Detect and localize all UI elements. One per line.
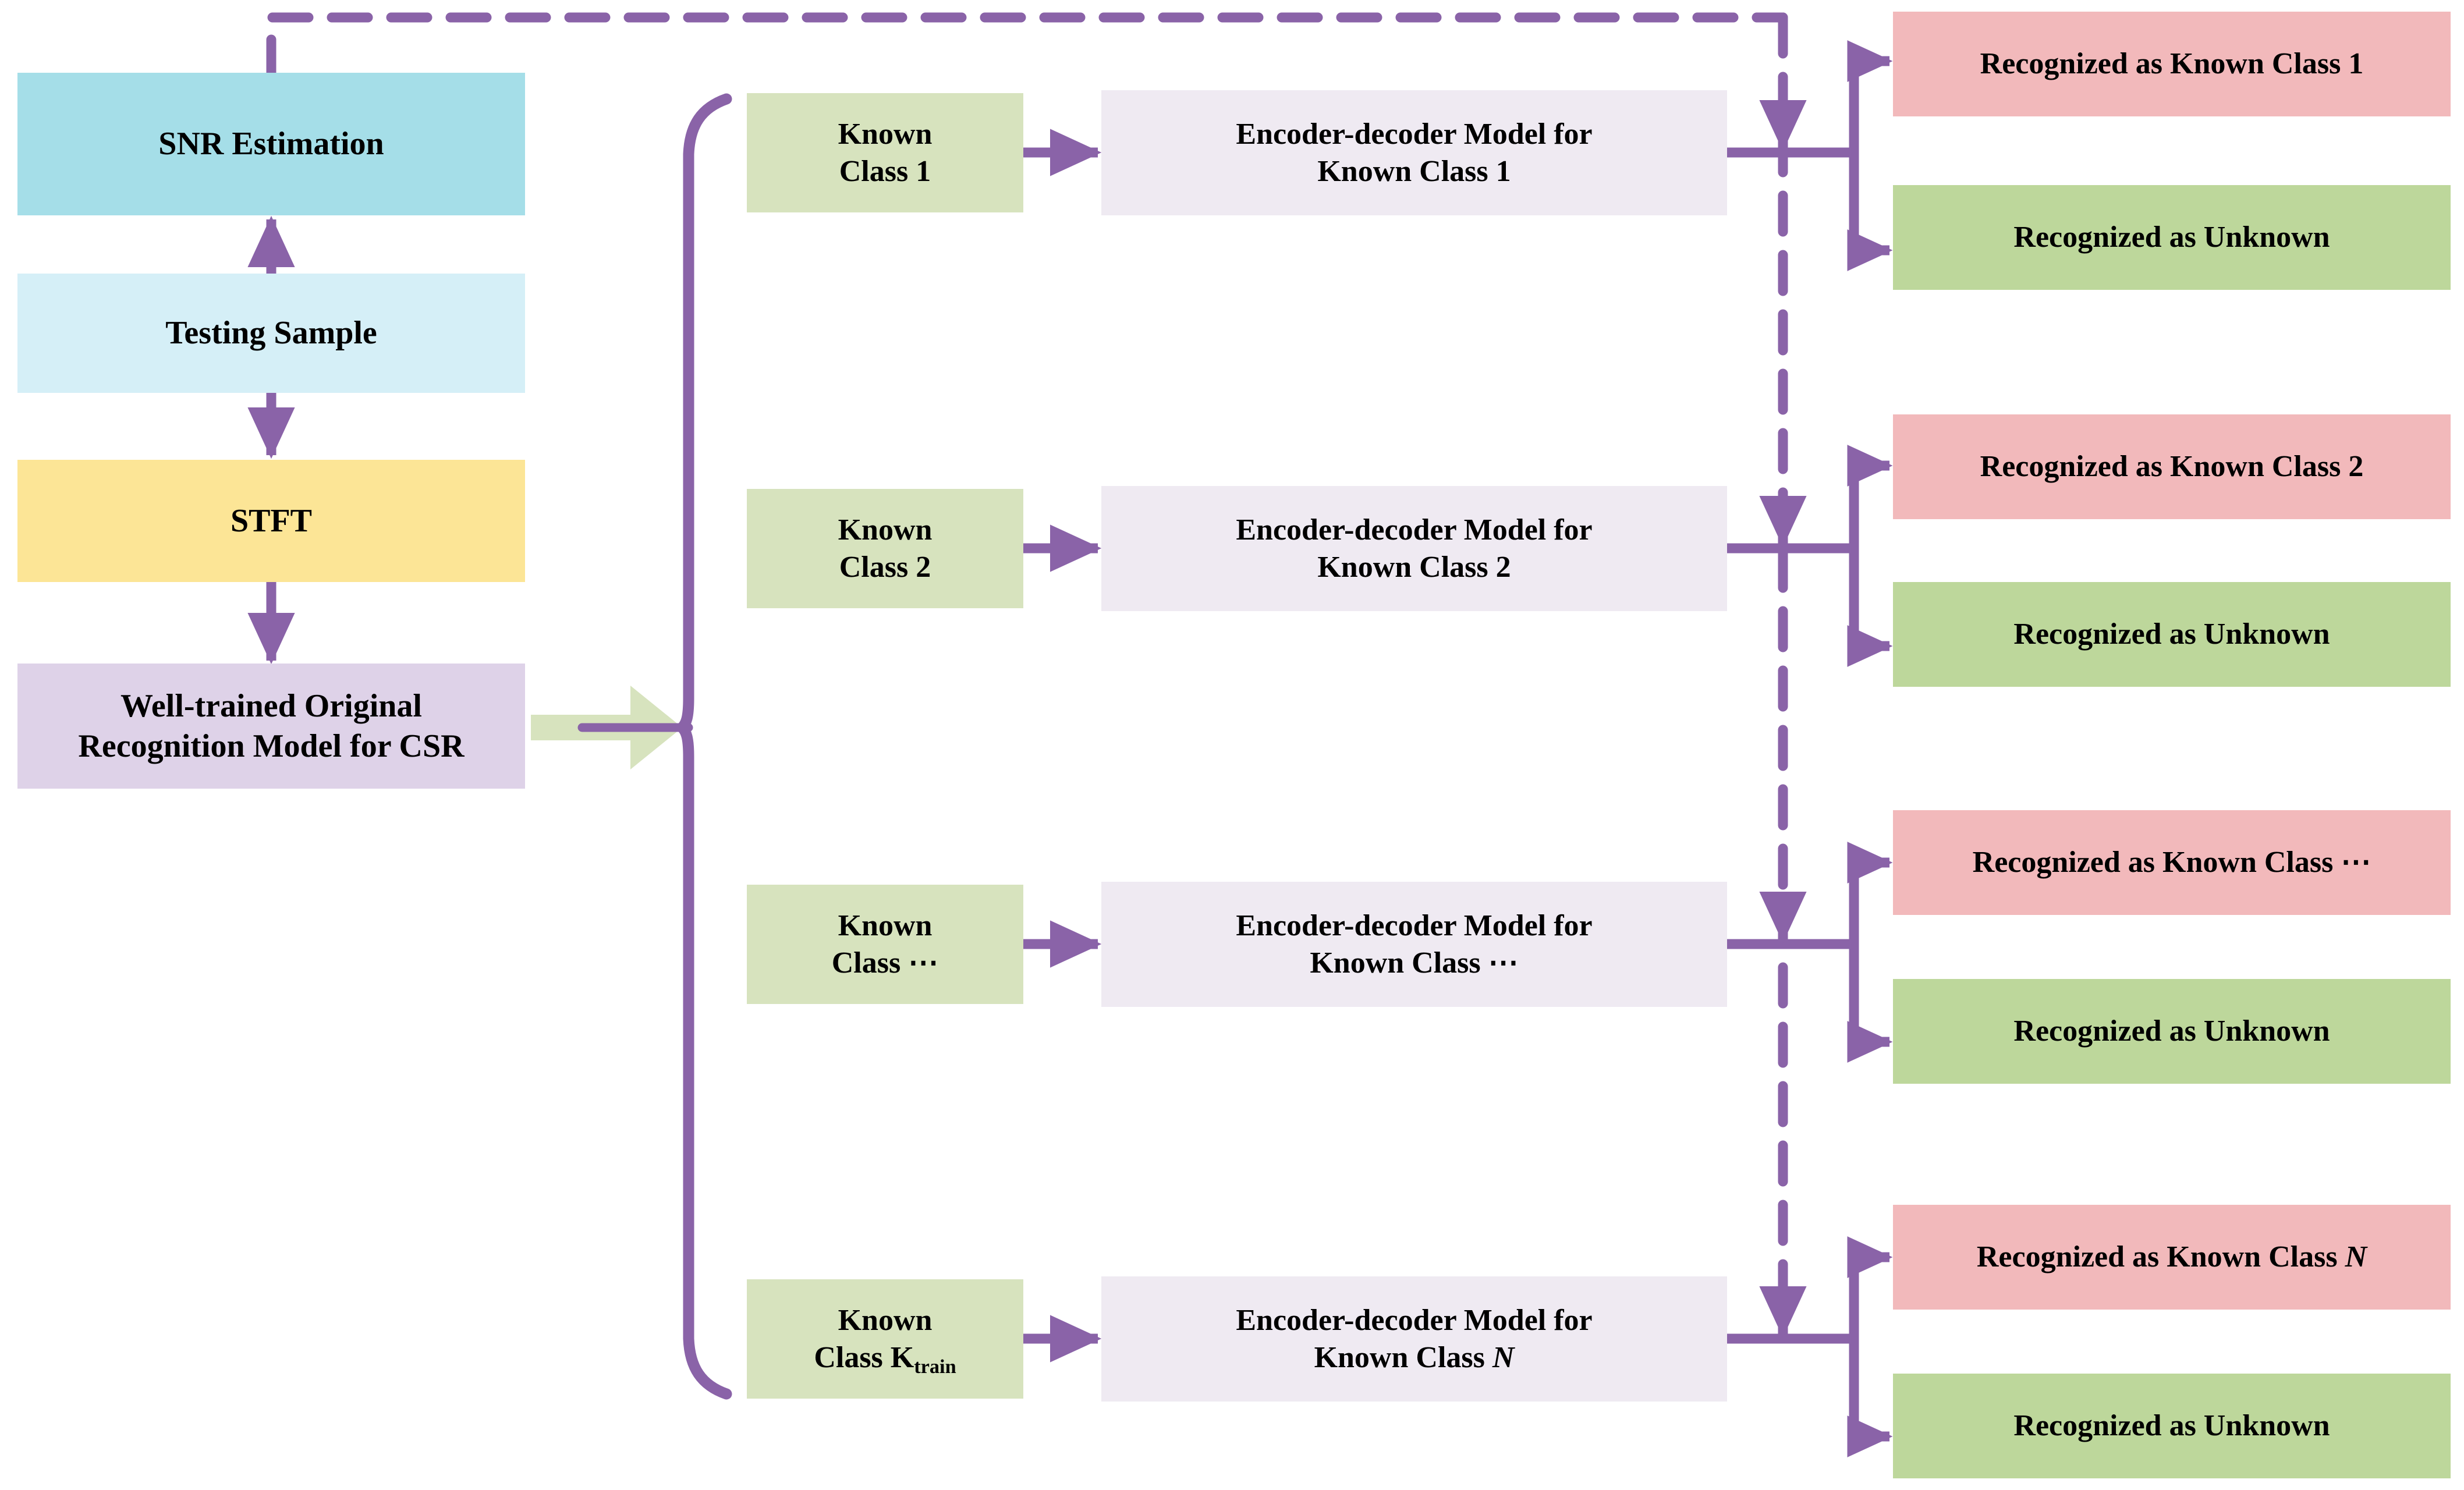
known-class-text: Class K <box>814 1340 914 1374</box>
dashed-feedback-line <box>266 12 1788 81</box>
recognized-unknown-box-4[interactable]: Recognized as Unknown <box>1893 1374 2451 1478</box>
well-trained-model-line1: Well-trained Original <box>120 688 422 725</box>
recognized-unknown-label: Recognized as Unknown <box>2013 618 2330 651</box>
testing-sample-label: Testing Sample <box>165 315 377 352</box>
recognized-unknown-box-2[interactable]: Recognized as Unknown <box>1893 582 2451 687</box>
recognized-unknown-label: Recognized as Unknown <box>2013 221 2330 254</box>
known-class-line2: Class 2 <box>839 549 931 586</box>
encoder-class-text: Known Class 2 <box>1317 550 1511 584</box>
known-class-text: Class 2 <box>839 550 931 584</box>
left-curly-brace-icon <box>674 93 732 1400</box>
recognized-unknown-box-1[interactable]: Recognized as Unknown <box>1893 185 2451 290</box>
known-class-box-2[interactable]: Known Class 2 <box>747 489 1023 608</box>
encoder-class-text: Known Class 1 <box>1317 154 1511 188</box>
recognized-known-box-2[interactable]: Recognized as Known Class 2 <box>1893 414 2451 519</box>
encoder-class-italic: N <box>1492 1340 1515 1374</box>
encoder-line1: Encoder-decoder Model for <box>1236 513 1593 547</box>
block-arrow-right-icon <box>531 686 693 769</box>
known-class-box-1[interactable]: Known Class 1 <box>747 93 1023 212</box>
recognized-unknown-box-3[interactable]: Recognized as Unknown <box>1893 979 2451 1084</box>
stft-label: STFT <box>230 502 313 539</box>
encoder-line2: Known Class 1 <box>1317 153 1511 190</box>
encoder-decoder-box-2[interactable]: Encoder-decoder Model for Known Class 2 <box>1101 486 1727 611</box>
encoder-decoder-box-4[interactable]: Encoder-decoder Model for Known Class N <box>1101 1276 1727 1402</box>
known-class-box-4[interactable]: Known Class Ktrain <box>747 1279 1023 1399</box>
snr-estimation-label: SNR Estimation <box>158 126 384 162</box>
recognized-known-label: Recognized as Known Class 1 <box>1980 47 2364 81</box>
recognized-unknown-label: Recognized as Unknown <box>2013 1409 2330 1443</box>
encoder-line2: Known Class 2 <box>1317 549 1511 586</box>
known-class-text: Class 1 <box>839 154 931 188</box>
encoder-class-text: Known Class ⋯ <box>1310 946 1519 980</box>
known-class-line2: Class 1 <box>839 153 931 190</box>
recognized-known-label: Recognized as Known Class ⋯ <box>1972 846 2371 879</box>
known-class-line1: Known <box>838 1304 933 1338</box>
encoder-decoder-box-3[interactable]: Encoder-decoder Model for Known Class ⋯ <box>1101 882 1727 1007</box>
encoder-class-text: Known Class <box>1314 1340 1492 1374</box>
encoder-line2: Known Class N <box>1314 1339 1515 1376</box>
encoder-line1: Encoder-decoder Model for <box>1236 1304 1593 1338</box>
recognized-known-italic: N <box>2345 1240 2367 1274</box>
recognized-known-label: Recognized as Known Class N <box>1977 1239 2367 1275</box>
recognized-known-text: Recognized as Known Class <box>1976 1240 2345 1274</box>
stft-box[interactable]: STFT <box>17 460 525 582</box>
snr-estimation-box[interactable]: SNR Estimation <box>17 73 525 215</box>
well-trained-model-line2: Recognition Model for CSR <box>78 728 465 764</box>
recognized-unknown-label: Recognized as Unknown <box>2013 1014 2330 1048</box>
recognized-known-box-1[interactable]: Recognized as Known Class 1 <box>1893 12 2451 116</box>
recognized-known-box-4[interactable]: Recognized as Known Class N <box>1893 1205 2451 1310</box>
known-class-line2: Class ⋯ <box>832 945 938 981</box>
known-class-text: Class ⋯ <box>831 946 939 980</box>
recognized-known-box-3[interactable]: Recognized as Known Class ⋯ <box>1893 810 2451 915</box>
known-class-line1: Known <box>838 909 933 943</box>
encoder-line2: Known Class ⋯ <box>1310 945 1518 981</box>
testing-sample-box[interactable]: Testing Sample <box>17 274 525 393</box>
encoder-line1: Encoder-decoder Model for <box>1236 118 1593 151</box>
known-class-line2: Class Ktrain <box>814 1339 956 1378</box>
encoder-line1: Encoder-decoder Model for <box>1236 909 1593 943</box>
well-trained-model-box[interactable]: Well-trained Original Recognition Model … <box>17 664 525 789</box>
known-class-subscript: train <box>914 1355 956 1378</box>
recognized-known-label: Recognized as Known Class 2 <box>1980 450 2364 484</box>
known-class-box-3[interactable]: Known Class ⋯ <box>747 885 1023 1004</box>
encoder-decoder-box-1[interactable]: Encoder-decoder Model for Known Class 1 <box>1101 90 1727 215</box>
known-class-line1: Known <box>838 513 933 547</box>
known-class-line1: Known <box>838 118 933 151</box>
